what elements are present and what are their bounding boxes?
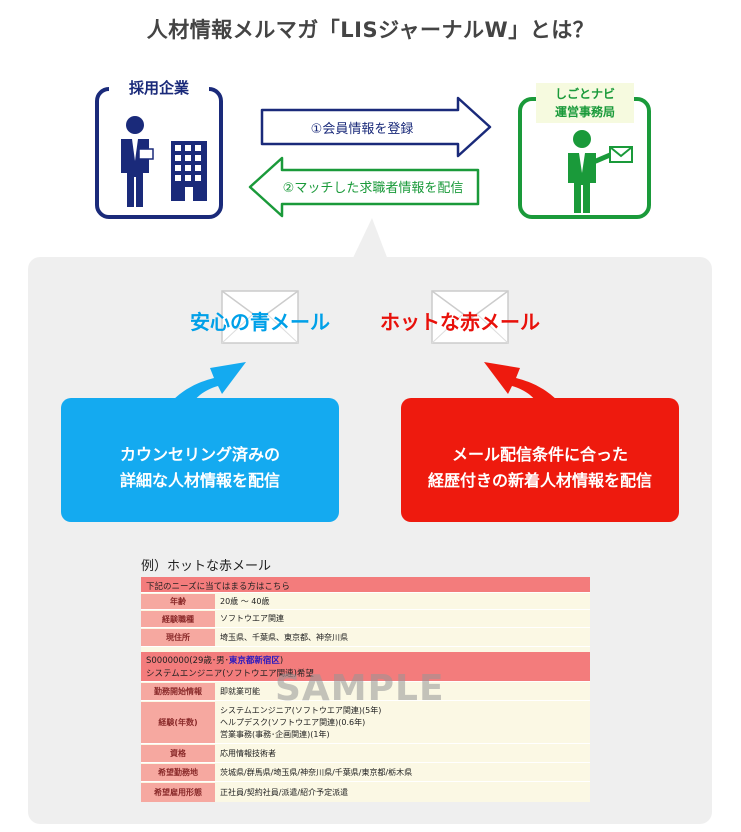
row-line: 応用情報技術者: [220, 748, 276, 758]
row-value: ソフトウエア関連: [220, 614, 284, 623]
deliver-arrow: [248, 156, 480, 218]
table-row: 経験職種 ソフトウエア関連: [141, 611, 590, 628]
row-value: 20歳 ～ 40歳: [220, 596, 270, 606]
row-line: ヘルプデスク(ソフトウエア関連)(0.6年): [220, 717, 366, 727]
red-up-arrow: [484, 362, 564, 408]
table-row: 経験(年数) システムエンジニア(ソフトウエア関連)(5年) ヘルプデスク(ソフ…: [141, 702, 590, 744]
table-row: 勤務開始情報 即就業可能: [141, 683, 590, 701]
register-arrow: [260, 96, 492, 158]
panel-pointer: [352, 218, 388, 260]
red-mail-description: メール配信条件に合った 経歴付きの新着人材情報を配信: [401, 398, 679, 522]
office-label-line1: しごとナビ: [554, 87, 615, 101]
sample-header: 下記のニーズに当てはまる方はこちら: [141, 577, 590, 593]
red-mail-line1: メール配信条件に合った: [451, 445, 628, 464]
blue-mail-description: カウンセリング済みの 詳細な人材情報を配信: [61, 398, 339, 522]
table-row: 現住所 埼玉県、千葉県、東京都、神奈川県: [141, 629, 590, 647]
deliver-arrow-label: ②マッチした求職者情報を配信: [282, 181, 464, 196]
row-line: 営業事務(事務･企画関連)(1年): [220, 729, 330, 739]
table-row: 資格 応用情報技術者: [141, 745, 590, 763]
blue-mail-line2: 詳細な人材情報を配信: [119, 471, 280, 490]
office-box: しごとナビ 運営事務局: [518, 83, 651, 219]
row-line: 即就業可能: [220, 686, 260, 696]
row-label: 現住所: [141, 629, 215, 646]
staff-mail-icon: [568, 130, 633, 213]
candidate-job: システムエンジニア(ソフトウエア関連)希望: [146, 669, 314, 679]
row-value: 即就業可能: [217, 683, 590, 700]
page-title: 人材情報メルマガ「LISジャーナルW」とは？: [146, 18, 595, 42]
row-value: 応用情報技術者: [217, 745, 590, 762]
company-box: 採用企業: [95, 77, 223, 219]
row-line: 茨城県/群馬県/埼玉県/神奈川県/千葉県/東京都/栃木県: [220, 767, 413, 777]
sample-mail: 下記のニーズに当てはまる方はこちら 年齢 20歳 ～ 40歳 経験職種 ソフトウ…: [141, 577, 590, 802]
table-row: 希望勤務地 茨城県/群馬県/埼玉県/神奈川県/千葉県/東京都/栃木県: [141, 764, 590, 782]
candidate-id-close: ): [279, 656, 284, 666]
row-value: 埼玉県、千葉県、東京都、神奈川県: [220, 632, 348, 642]
row-label: 経験(年数): [141, 702, 215, 743]
row-line: 正社員/契約社員/派遣/紹介予定派遣: [220, 787, 349, 797]
office-label-line2: 運営事務局: [554, 105, 615, 119]
office-label: しごとナビ 運営事務局: [536, 83, 634, 123]
row-label: 勤務開始情報: [141, 683, 215, 700]
row-value: 茨城県/群馬県/埼玉県/神奈川県/千葉県/東京都/栃木県: [217, 764, 590, 781]
company-label: 採用企業: [109, 77, 209, 98]
candidate-block: S0000000(29歳･男･東京都新宿区) システムエンジニア(ソフトウエア関…: [141, 652, 590, 682]
row-label: 希望勤務地: [141, 764, 215, 781]
red-mail-title: ホットな赤メール: [380, 310, 540, 334]
envelope-icon: [221, 290, 299, 344]
table-row: 年齢 20歳 ～ 40歳: [141, 594, 590, 610]
candidate-location: 東京都新宿区: [228, 656, 280, 666]
row-label: 経験職種: [141, 611, 215, 627]
envelope-icon: [431, 290, 509, 344]
row-label: 資格: [141, 745, 215, 762]
blue-mail-title: 安心の青メール: [190, 310, 330, 334]
register-arrow-label: ①会員情報を登録: [310, 122, 414, 137]
row-label: 希望雇用形態: [141, 783, 215, 802]
candidate-id-line: S0000000(29歳･男･東京都新宿区): [146, 655, 585, 668]
sample-watermark: SAMPLE: [275, 668, 445, 709]
row-label: 年齢: [141, 594, 215, 609]
candidate-id: S0000000(29歳･男･: [146, 656, 229, 666]
table-row: 希望雇用形態 正社員/契約社員/派遣/紹介予定派遣: [141, 783, 590, 802]
row-value: システムエンジニア(ソフトウエア関連)(5年) ヘルプデスク(ソフトウエア関連)…: [217, 702, 590, 743]
example-label: 例）ホットな赤メール: [141, 559, 272, 574]
blue-mail-line1: カウンセリング済みの: [119, 445, 280, 464]
row-line: システムエンジニア(ソフトウエア関連)(5年): [220, 705, 382, 715]
blue-up-arrow: [166, 362, 246, 408]
businessman-building-icon: [121, 116, 207, 207]
red-mail-line2: 経歴付きの新着人材情報を配信: [427, 471, 652, 490]
row-value: 正社員/契約社員/派遣/紹介予定派遣: [217, 783, 590, 802]
